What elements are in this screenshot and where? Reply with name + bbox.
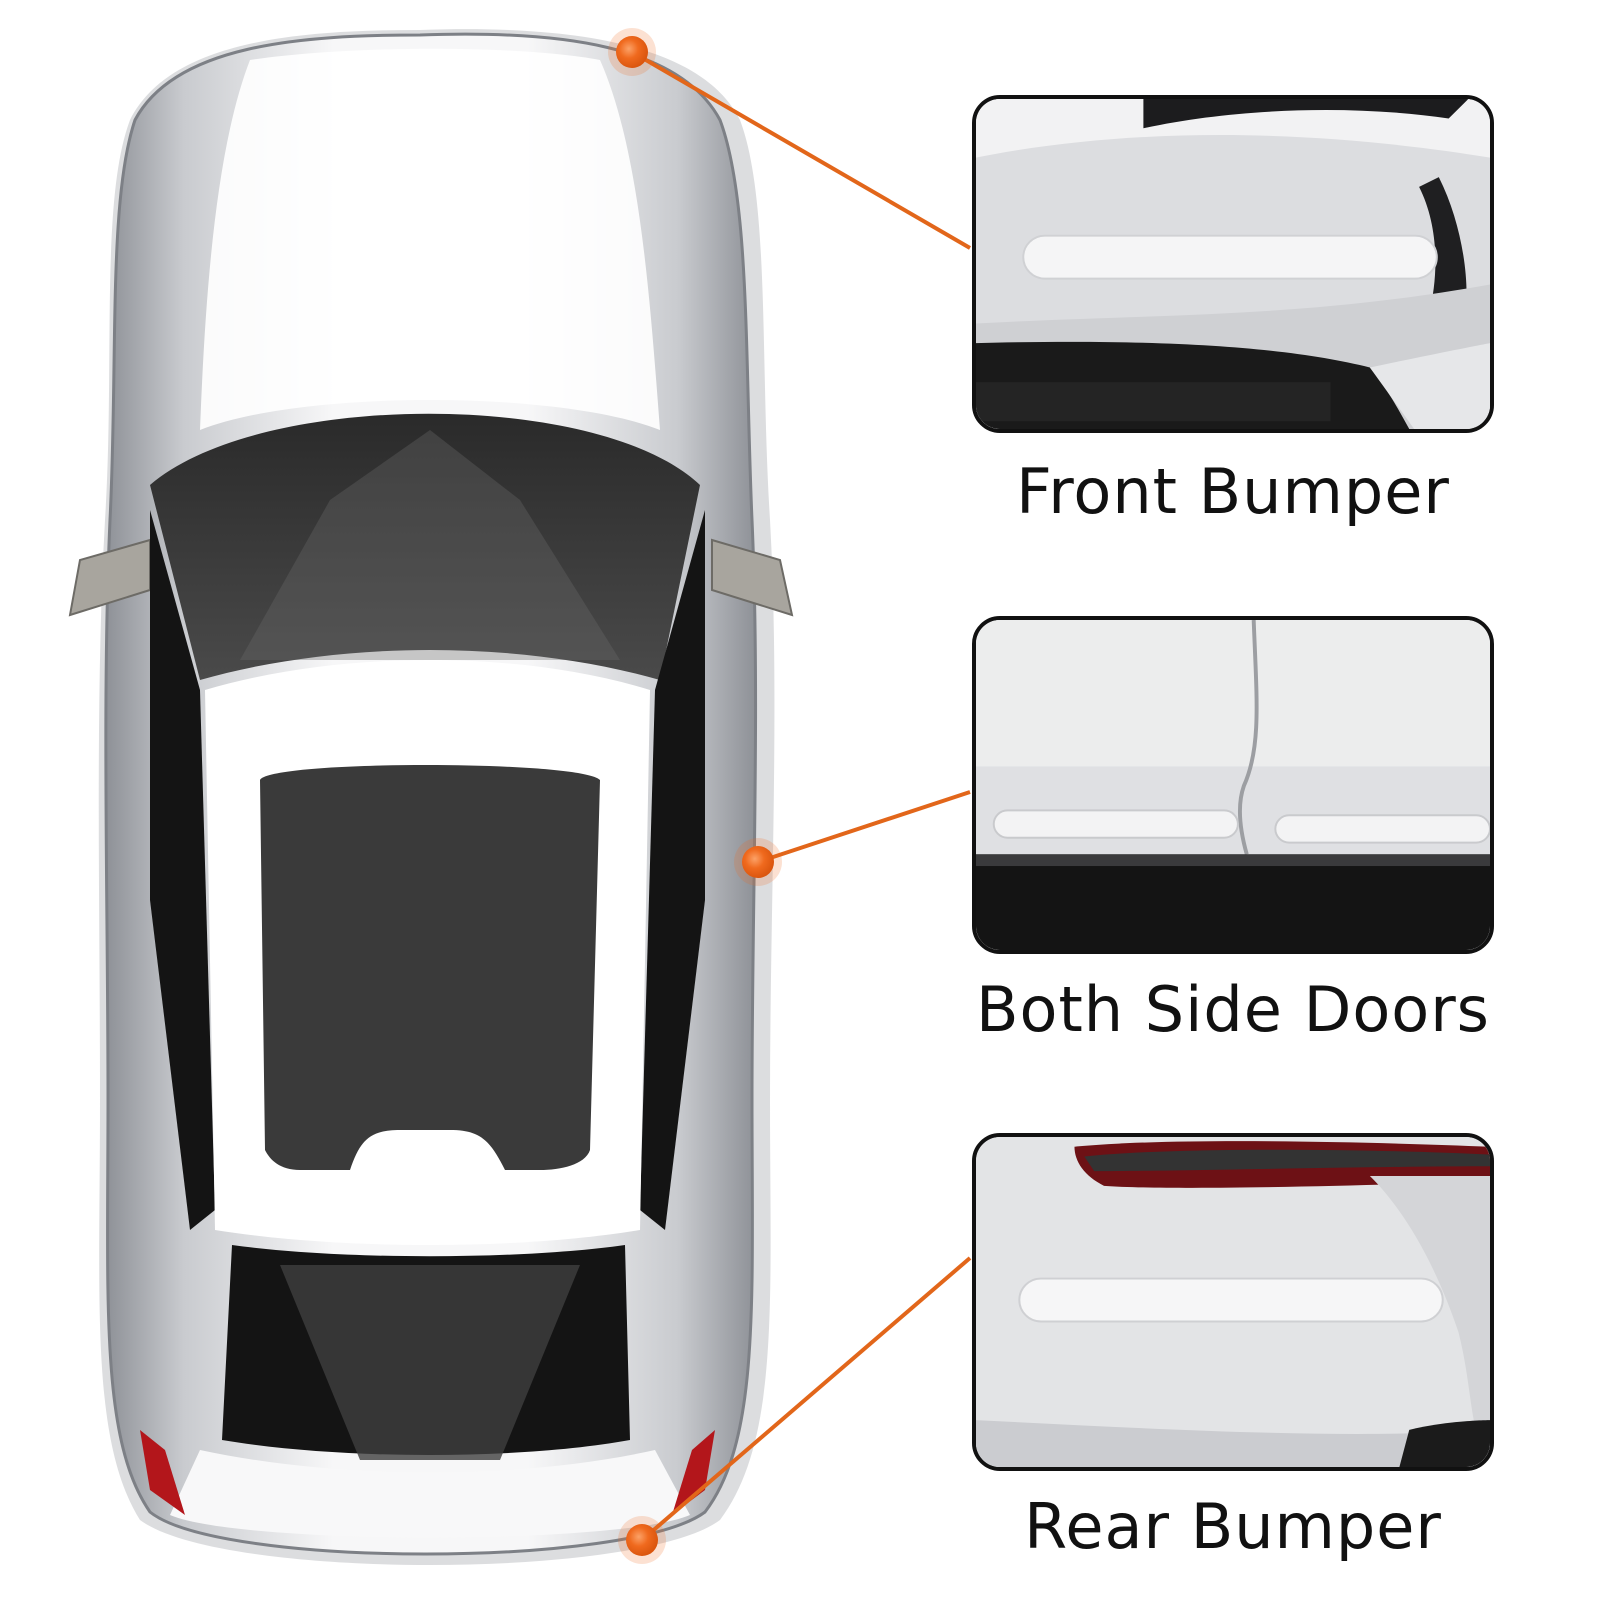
- rear-bumper-photo: [972, 1133, 1494, 1471]
- left-tail-light: [140, 1430, 185, 1515]
- side-doors-photo: [972, 616, 1494, 954]
- leader-line-doors: [757, 790, 971, 864]
- leader-line-rear: [640, 1256, 972, 1542]
- rear-deck: [170, 1450, 690, 1538]
- door-guard-strip-left: [992, 809, 1239, 839]
- front-bumper-photo: [972, 95, 1494, 433]
- hood: [200, 48, 660, 430]
- caption-front-bumper: Front Bumper: [1016, 455, 1450, 528]
- right-side-window: [640, 510, 705, 1230]
- right-mirror: [711, 538, 794, 617]
- bumper-guard-strip-front: [1022, 234, 1438, 280]
- sunroof: [260, 765, 600, 1170]
- marker-rear-bumper: [626, 1524, 658, 1556]
- marker-front-bumper: [616, 36, 648, 68]
- leader-line-front: [630, 50, 972, 250]
- right-tail-light: [672, 1430, 715, 1515]
- door-guard-strip-right: [1274, 814, 1490, 844]
- caption-side-doors: Both Side Doors: [976, 973, 1490, 1046]
- marker-side-doors: [742, 846, 774, 878]
- left-side-window: [150, 510, 215, 1230]
- windshield: [150, 413, 700, 680]
- bumper-guard-strip-rear: [1018, 1277, 1444, 1323]
- caption-rear-bumper: Rear Bumper: [1024, 1490, 1442, 1563]
